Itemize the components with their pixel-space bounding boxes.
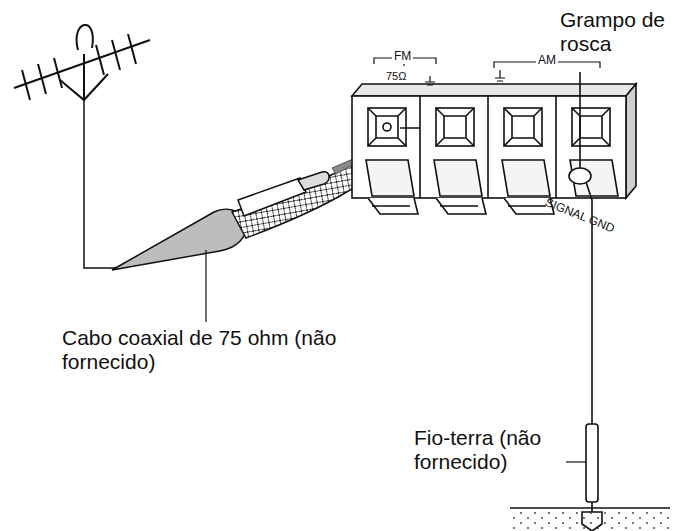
terminal-label: SIGNAL GND: [543, 196, 616, 236]
leader-line: [205, 250, 206, 322]
leader-line: [566, 461, 586, 462]
part-label: Grampo de rosca: [560, 8, 670, 56]
terminal-label: FM: [392, 50, 413, 64]
terminal-label: AM: [536, 54, 558, 68]
earth-ground: [510, 508, 670, 531]
part-label: Cabo coaxial de 75 ohm (não fornecido): [62, 326, 362, 374]
fm-antenna: [14, 25, 150, 268]
part-label: Fio-terra (não fornecido): [414, 426, 564, 474]
terminal-block: [352, 84, 636, 214]
terminal-label: 75Ω: [386, 70, 406, 83]
